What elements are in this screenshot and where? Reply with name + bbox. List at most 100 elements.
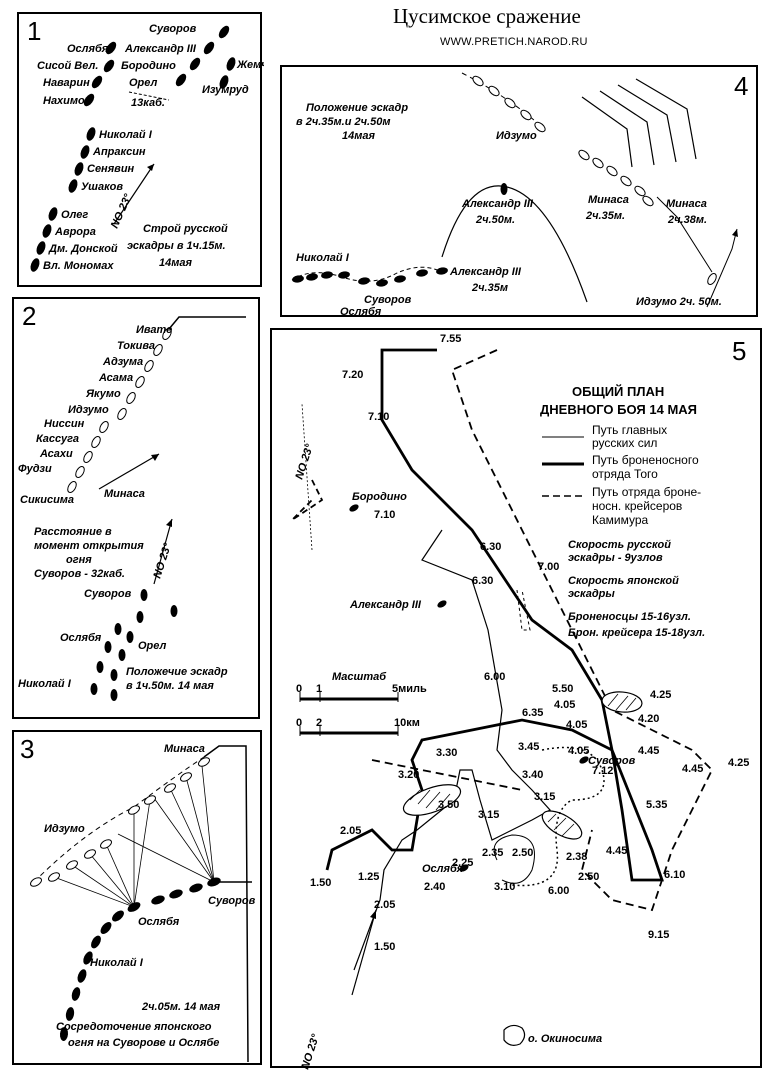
ship-label: Орел [129,77,158,89]
bearing-label: NO 23° [109,192,135,230]
legend-title: ОБЩИЙ ПЛАН [572,384,664,399]
time-label: 4.45 [682,763,703,775]
panel-number: 1 [27,16,42,46]
time-label: 2ч.35м [471,282,508,294]
ship-label: Бородино [121,60,176,72]
ship-label: Минаса [104,488,145,500]
island-label: о. Окиносима [528,1033,602,1045]
time-label: 3.40 [522,769,543,781]
legend-item: русских сил [592,436,657,450]
ship-label: Ивате [136,324,172,336]
panel-3-diagram: Минаса Идзумо Суворов Ослябя Николай I 2… [30,743,256,1063]
ship-label: Нахимов [43,95,92,107]
legend: ОБЩИЙ ПЛАН ДНЕВНОГО БОЯ 14 МАЯ Путь глав… [540,384,705,639]
panel-number: 3 [20,734,35,764]
page-title: Цусимское сражение [393,4,581,28]
panel-4-positions: 4 [280,65,758,318]
bearing-label: NO 23° [293,442,316,481]
time-label: 5.50 [552,683,573,695]
time-label: 4.05 [566,719,587,731]
ship-label: Суворов [149,23,197,35]
note-line: Расстояние в [34,526,112,538]
time-label: 7.12 [592,765,613,777]
ship-label: Олег [61,209,88,221]
ship-label: Александр III [461,198,534,210]
time-label: 2.25 [452,857,473,869]
time-label: 3.45 [518,741,539,753]
ship-label: Дм. Донской [48,243,118,255]
speed-note: эскадры - 9узлов [568,552,663,564]
time-label: 2.05 [374,899,395,911]
legend-title: ДНЕВНОГО БОЯ 14 МАЯ [540,402,697,417]
distance-label: 13каб. [131,97,165,109]
bearing-label: NO 23° [151,541,174,580]
time-label: 2ч.38м. [667,214,707,226]
time-label: 4.05 [568,745,589,757]
ship-label: Якумо [85,388,121,400]
ship-label: Александр III [449,266,522,278]
panel-number: 5 [732,336,747,366]
ship-label: Идзумо [68,404,109,416]
time-label: 4.25 [728,757,749,769]
caption-line: 14мая [159,257,192,269]
time-label: 4.45 [606,845,627,857]
bearing-label: NO 23° [299,1032,322,1070]
ship-label: Минаса [164,743,205,755]
ship-label: Минаса [588,194,629,206]
speed-note: Скорость японской [568,575,679,587]
time-label: 7.55 [440,333,461,345]
scale-bar: Масштаб 0 1 5миль 0 2 10км [296,671,427,736]
ship-label: Аврора [54,226,96,238]
title-line: 14мая [342,130,375,142]
ship-label: Кассуга [36,433,79,445]
time-label: 2.50 [578,871,599,883]
speed-note: Брон. крейсера 15-18узл. [568,627,705,639]
time-label: 7.20 [342,369,363,381]
panel-5-general-plan: 5 ОБЩИЙ ПЛАН ДНЕВНОГО БОЯ 14 МАЯ Путь гл… [270,328,762,1070]
ship-label: Изумруд [202,84,249,96]
ship-label: Ослябя [422,863,464,875]
ship-label: Идзумо 2ч. 50м. [636,296,722,308]
ship-label: Бородино [352,491,407,503]
panel-3-concentrated-fire: 3 [12,730,262,1065]
time-label: 4.25 [650,689,671,701]
time-labels: 7.55 7.20 7.10 7.10 6.30 6.30 7.00 6.00 … [310,333,749,953]
time-label: 7.10 [374,509,395,521]
time-label: 4.20 [638,713,659,725]
time-label: 6.30 [472,575,493,587]
time-label: 2.38 [566,851,587,863]
caption-line: огня на Суворове и Ослябе [68,1037,219,1049]
caption-line: в 1ч.50м. 14 мая [126,680,214,692]
ship-label: Минаса [666,198,707,210]
legend-item: Путь главных [592,423,667,437]
scale-tick: 0 [296,717,302,729]
time-label: 3.30 [436,747,457,759]
ship-label: Токива [117,340,155,352]
time-label: 7.00 [538,561,559,573]
time-label: 3.15 [478,809,499,821]
legend-item: Камимура [592,513,649,527]
ship-label: Суворов [364,294,412,306]
time-label: 2.50 [512,847,533,859]
panel-5-map: ОБЩИЙ ПЛАН ДНЕВНОГО БОЯ 14 МАЯ Путь глав… [291,333,749,1070]
note-line: момент открытия [34,540,144,552]
scale-tick: 2 [316,717,322,729]
time-label: 1.50 [310,877,331,889]
ship-label: Асама [98,372,133,384]
time-label: 2ч.05м. 14 мая [141,1001,221,1013]
time-label: 4.05 [554,699,575,711]
legend-item: отряда Того [592,467,658,481]
panel-number: 4 [734,71,749,101]
ship-label: Николай I [99,129,153,141]
ship-label: Асахи [39,448,73,460]
time-label: 4.45 [638,745,659,757]
time-label: 1.25 [358,871,379,883]
ship-label: Николай I [18,678,72,690]
ship-label: Сисой Вел. [37,60,98,72]
site-url[interactable]: WWW.PRETICH.NAROD.RU [440,36,588,48]
speed-note: Броненосцы 15-16узл. [568,611,691,623]
caption-line: Сосредоточение японского [56,1021,212,1033]
ship-label: Ослябя [67,43,109,55]
time-label: 6.10 [664,869,685,881]
panel-2-opening-fire: 2 [12,297,260,719]
